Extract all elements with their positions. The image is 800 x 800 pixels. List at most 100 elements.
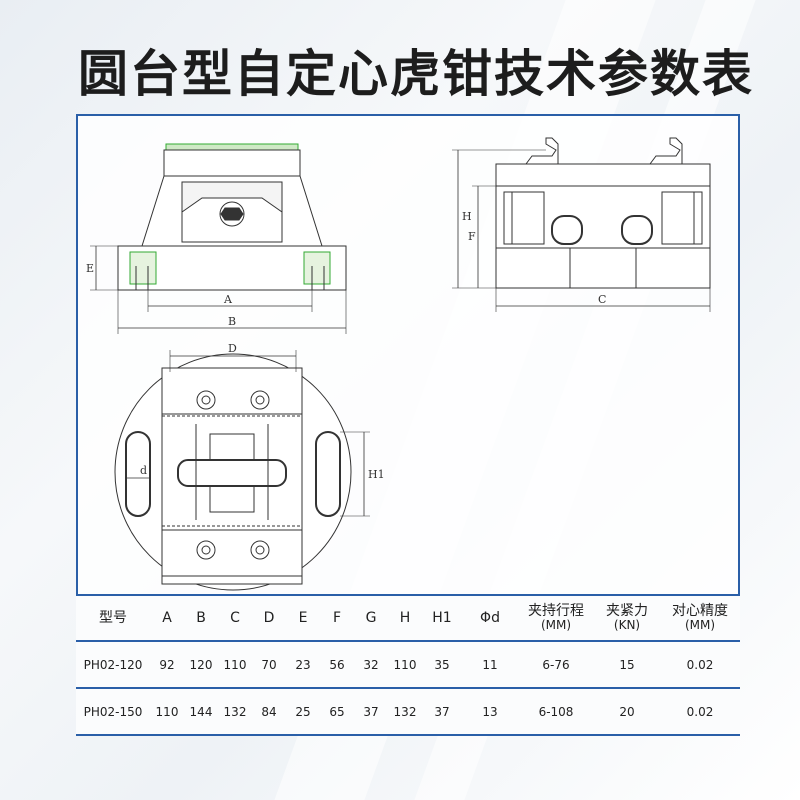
dim-label-h: H [462, 210, 472, 223]
table-cell: 0.02 [660, 641, 740, 689]
side-pocket-left [503, 191, 545, 245]
table-cell: PH02-120 [76, 641, 150, 689]
locating-pin-left [129, 251, 157, 285]
jaw-top [163, 149, 301, 177]
column-header-label: E [298, 609, 308, 626]
mount-slot-left [125, 431, 151, 517]
column-header: A [150, 594, 184, 642]
column-header-label: A [162, 609, 172, 626]
side-top-rail [495, 163, 711, 187]
column-header-label: C [230, 609, 240, 626]
screw-block-upper [209, 433, 255, 461]
dim-label-a: A [223, 293, 233, 306]
bolt-hole-inner [201, 395, 211, 405]
table-cell: 132 [218, 688, 252, 736]
table-cell: 110 [388, 641, 422, 689]
dim-label-h1: H1 [368, 468, 385, 481]
screw-block-lower [209, 485, 255, 513]
side-pin-left [551, 215, 583, 245]
column-header: H [388, 594, 422, 642]
dim-label-b: B [228, 315, 236, 328]
column-header-label: F [332, 609, 342, 626]
table-cell: 37 [354, 688, 388, 736]
column-header: 夹紧力(KN) [594, 594, 660, 642]
table-cell: 0.02 [660, 688, 740, 736]
front-view: E A B [86, 143, 347, 334]
table-cell: 110 [150, 688, 184, 736]
table-cell: PH02-150 [76, 688, 150, 736]
side-pin-right [621, 215, 653, 245]
dim-label-f: F [468, 230, 476, 243]
column-header: H1 [422, 594, 462, 642]
table-cell: 11 [462, 641, 518, 689]
technical-drawing: E A B [86, 137, 711, 591]
column-header-unit: (MM) [540, 618, 572, 633]
column-header-label: Φd [480, 609, 500, 626]
table-cell: 110 [218, 641, 252, 689]
dim-label-small-d: d [140, 464, 147, 477]
bolt-hole-inner [255, 395, 265, 405]
table-cell: 56 [320, 641, 354, 689]
table-cell: 92 [150, 641, 184, 689]
center-slot [177, 459, 287, 487]
table-cell: 120 [184, 641, 218, 689]
table-cell: 25 [286, 688, 320, 736]
table-cell: 37 [422, 688, 462, 736]
table-cell: 15 [594, 641, 660, 689]
column-header-label: 夹持行程 [528, 603, 584, 620]
table-cell: 132 [388, 688, 422, 736]
mount-slot-right [315, 431, 341, 517]
table-cell: 70 [252, 641, 286, 689]
column-header-label: 夹紧力 [606, 603, 648, 620]
dim-label-c: C [598, 293, 606, 306]
locating-pin-right [303, 251, 331, 285]
column-header: Φd [462, 594, 518, 642]
column-header-label: H [399, 609, 411, 626]
column-header-label: 型号 [99, 609, 127, 626]
table-cell: 144 [184, 688, 218, 736]
column-header-label: B [196, 609, 206, 626]
column-header: D [252, 594, 286, 642]
table-cell: 23 [286, 641, 320, 689]
column-header-unit: (MM) [684, 618, 716, 633]
column-header: 夹持行程(MM) [518, 594, 594, 642]
top-jaw-lower [161, 529, 303, 577]
column-header: B [184, 594, 218, 642]
column-header: F [320, 594, 354, 642]
table-cell: 32 [354, 641, 388, 689]
top-jaw-upper [161, 367, 303, 415]
jaw-serration [165, 143, 299, 151]
side-base [495, 247, 711, 289]
bolt-hole-inner [201, 545, 211, 555]
table-cell: 20 [594, 688, 660, 736]
table-cell: 6-76 [518, 641, 594, 689]
column-header-label: H1 [432, 609, 452, 626]
column-header: 型号 [76, 594, 150, 642]
table-cell: 84 [252, 688, 286, 736]
table-cell: 6-108 [518, 688, 594, 736]
bolt-hole-inner [255, 545, 265, 555]
column-header-label: G [365, 609, 377, 626]
column-header-unit: (KN) [613, 618, 641, 633]
column-header-label: D [263, 609, 275, 626]
hex-socket-icon [220, 207, 244, 221]
page-title: 圆台型自定心虎钳技术参数表 [78, 45, 754, 103]
column-header: 对心精度(MM) [660, 594, 740, 642]
side-pocket-right [661, 191, 703, 245]
column-header: E [286, 594, 320, 642]
table-cell: 13 [462, 688, 518, 736]
dim-label-e: E [86, 262, 94, 275]
table-cell: 35 [422, 641, 462, 689]
table-cell: 65 [320, 688, 354, 736]
side-view: H F C [452, 137, 711, 312]
column-header: G [354, 594, 388, 642]
dim-label-d: D [228, 342, 237, 355]
column-header-label: 对心精度 [672, 603, 728, 620]
column-header: C [218, 594, 252, 642]
technical-drawing-frame: E A B [76, 114, 740, 594]
top-view: D d H1 [114, 342, 385, 591]
